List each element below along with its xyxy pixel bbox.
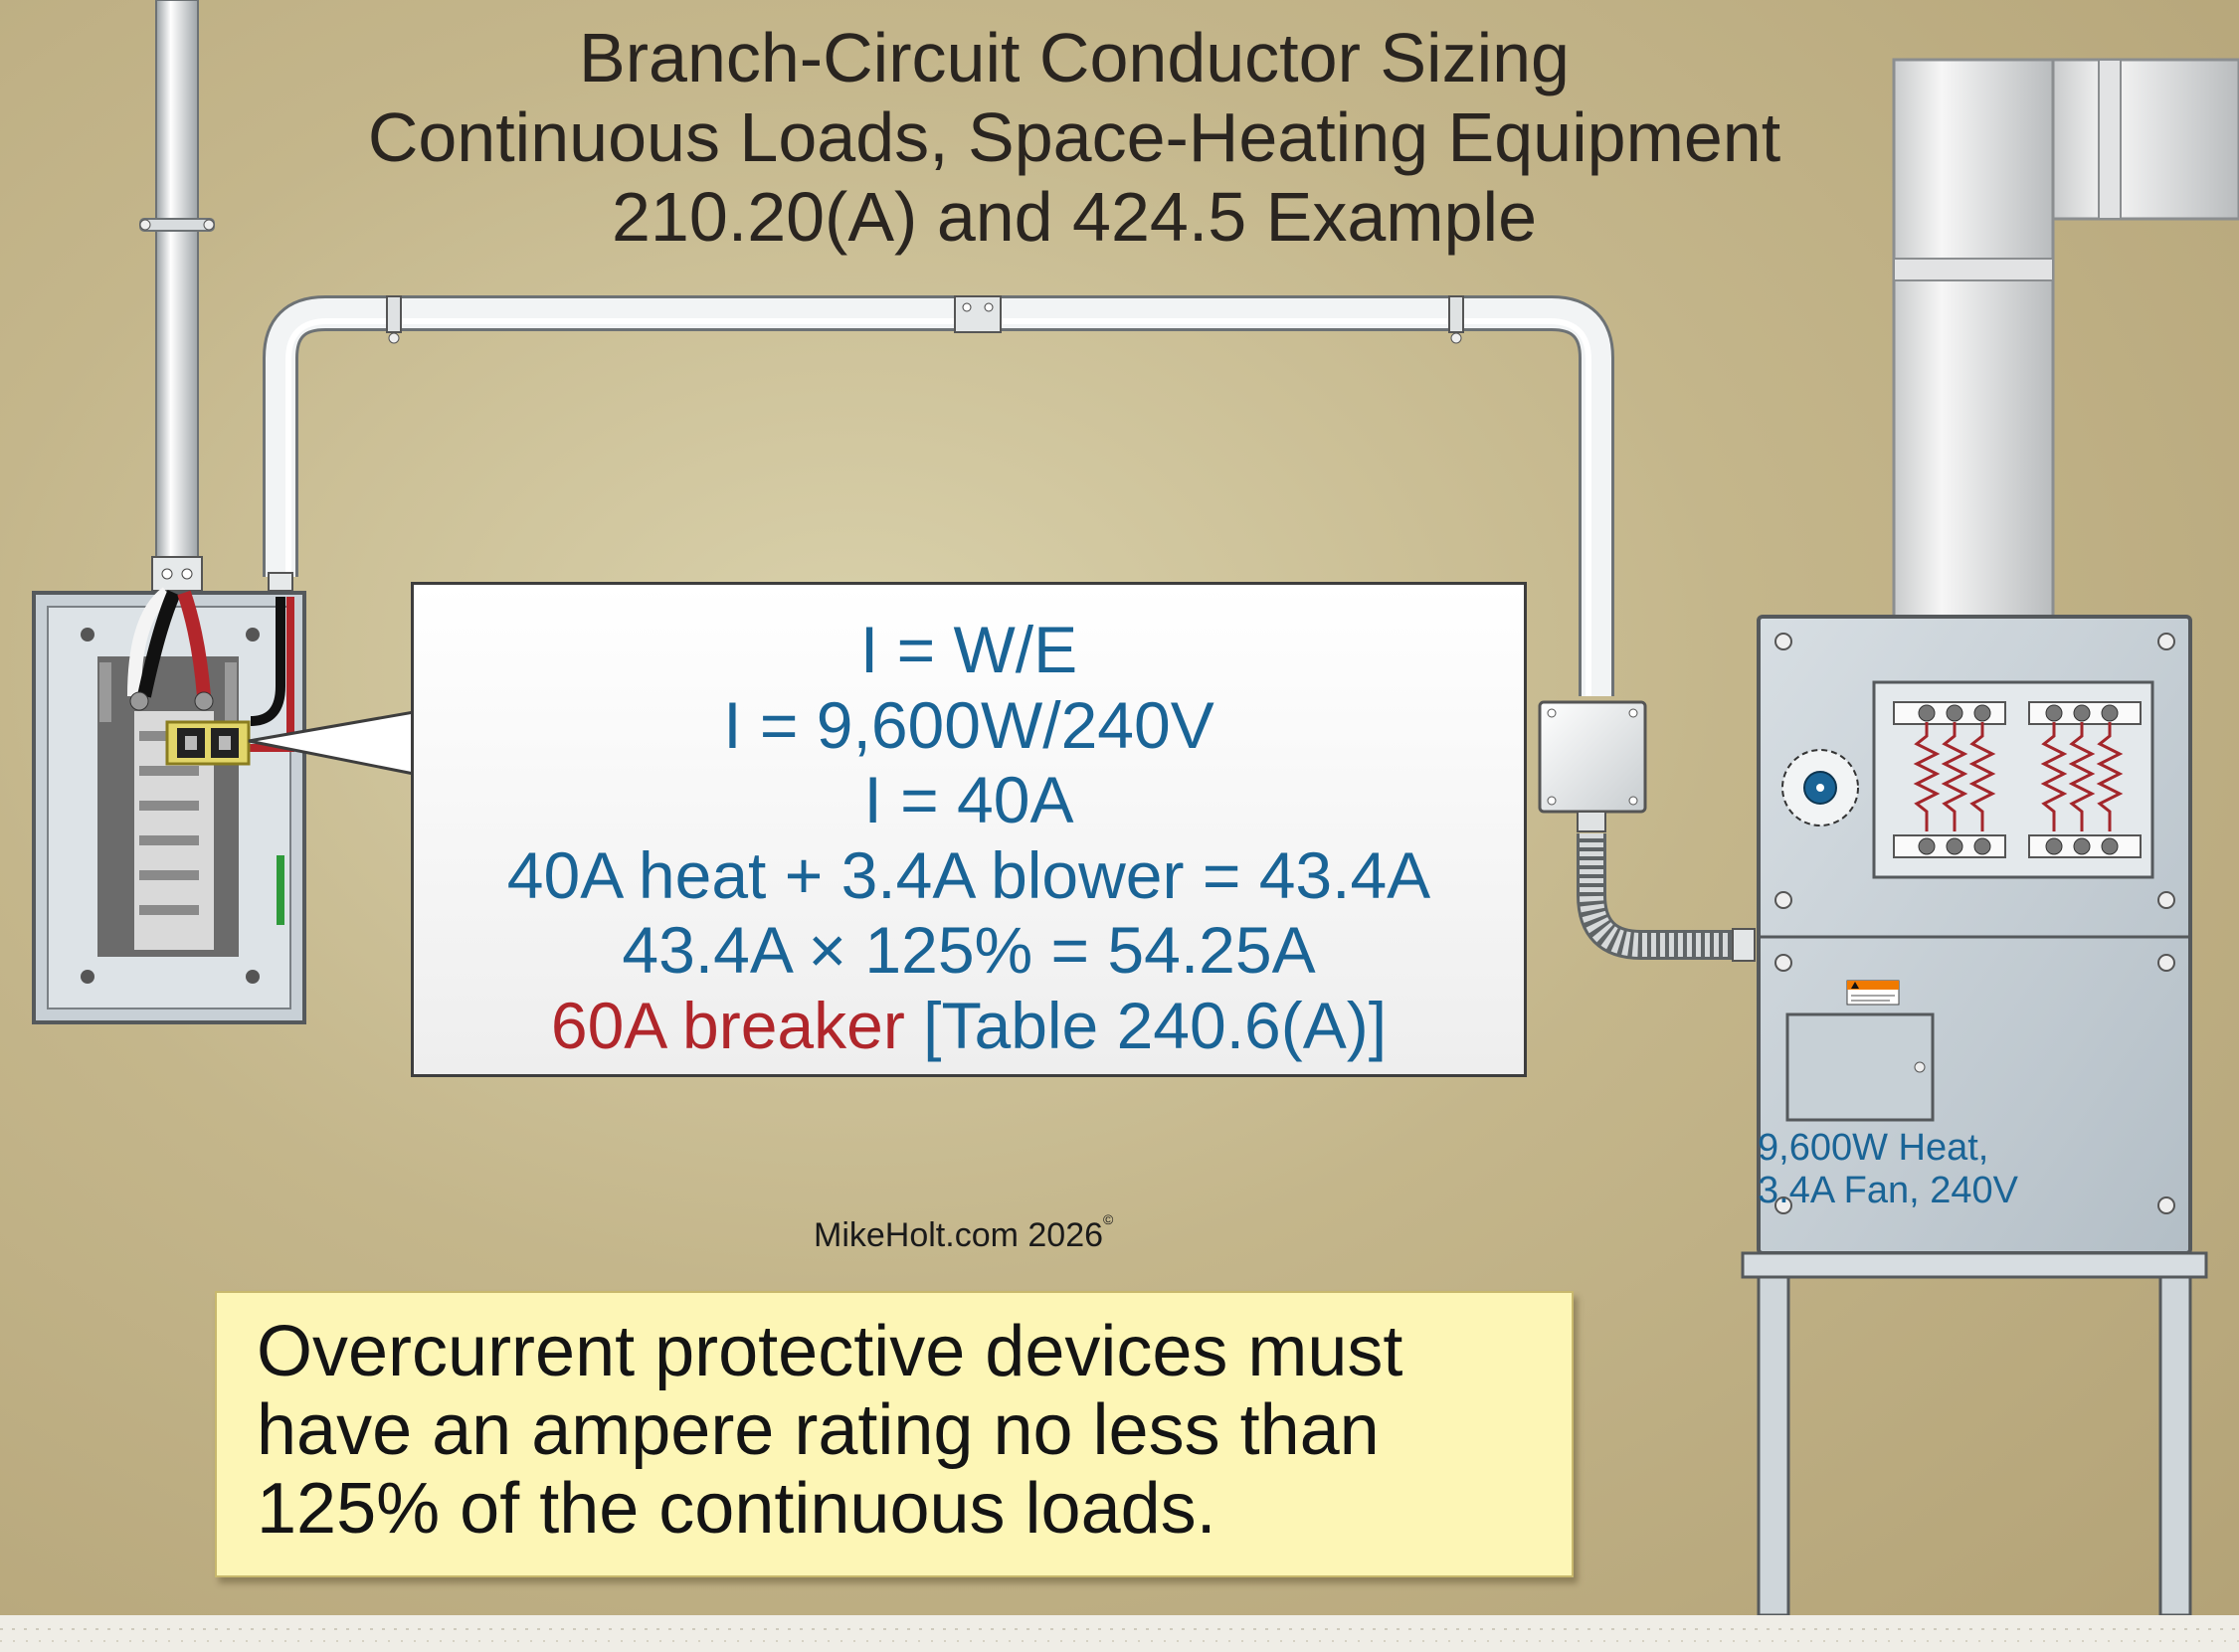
note-line-1: Overcurrent protective devices must [257,1312,1403,1391]
circuit-breaker-icon [165,720,251,766]
nameplate-line-2: 3.4A Fan, 240V [1758,1170,2018,1211]
calc-line-3: I = 40A [863,763,1074,836]
copyright-credit: MikeHolt.com 2026© [814,1211,1113,1255]
panelboard-icon [32,587,306,1024]
calc-line-4: 40A heat + 3.4A blower = 43.4A [506,837,1431,912]
service-conduit [139,0,215,592]
calc-line-6: 60A breaker [Table 240.6(A)] [414,989,1524,1064]
title-line-3: 210.20(A) and 424.5 Example [611,178,1538,256]
breaker-size-text: 60A breaker [550,988,905,1062]
calc-line-1: I = W/E [859,613,1078,686]
junction-box-icon [1538,700,1647,832]
copyright-mark: © [1103,1211,1114,1227]
table-reference-text: [Table 240.6(A)] [904,988,1388,1062]
heating-element-icon [1872,680,2154,879]
note-line-2: have an ampere rating no less than [257,1390,1380,1470]
calculation-callout: I = W/E I = 9,600W/240V I = 40A 40A heat… [411,582,1527,1077]
note-line-3: 125% of the continuous loads. [257,1469,1216,1549]
thermostat-dial-icon [1781,749,1859,826]
furnace-nameplate: 9,600W Heat, 3.4A Fan, 240V [1758,1127,2018,1212]
warning-label-icon [1846,980,1900,1006]
credit-text: MikeHolt.com 2026 [814,1216,1104,1254]
nameplate-line-1: 9,600W Heat, [1758,1127,1989,1169]
diagram-title: Branch-Circuit Conductor Sizing Continuo… [229,18,1920,257]
calc-line-2: I = 9,600W/240V [723,687,1214,762]
title-line-1: Branch-Circuit Conductor Sizing [579,19,1570,96]
duct-icon [1892,58,2239,619]
rule-note-box: Overcurrent protective devices must have… [215,1291,1574,1577]
floor [0,1615,2239,1652]
calc-line-5: 43.4A × 125% = 54.25A [622,913,1316,987]
title-line-2: Continuous Loads, Space-Heating Equipmen… [367,98,1781,176]
flexible-conduit-icon [1577,833,1756,962]
branch-conduit [263,295,1614,696]
